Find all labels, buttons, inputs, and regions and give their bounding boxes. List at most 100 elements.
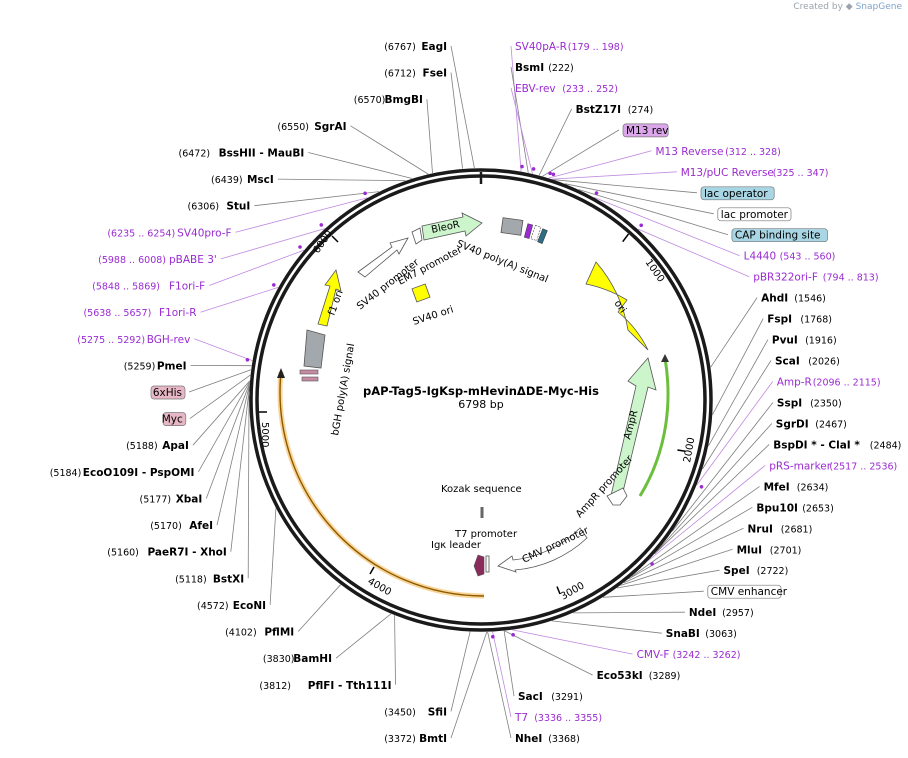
site-label[interactable]: SgrDI(2467) [776,419,847,431]
m13-rev-box [523,223,534,239]
site-label[interactable]: lac operator [700,186,775,201]
cmv-promoter-arrow[interactable] [497,527,588,573]
site-label[interactable]: ScaI(2026) [775,356,840,368]
site-label[interactable]: MfeI(2634) [764,481,829,493]
site-label[interactable]: SfiI(3450) [384,706,447,718]
sv40-polya-box[interactable] [500,217,524,236]
label-position: (794 .. 813) [823,273,879,284]
site-label[interactable]: AhdI(1546) [761,293,826,305]
primer-label[interactable]: L4440(543 .. 560) [744,251,836,263]
feature-label-box [700,186,775,201]
ori-arrow[interactable] [585,261,649,351]
label-name: pBABE 3' [169,254,217,266]
site-label[interactable]: FseI(6712) [384,68,447,80]
site-label[interactable]: CMV enhancer [707,584,788,599]
site-label[interactable]: NruI(2681) [748,523,813,535]
primer-label[interactable]: SV40pA-R(179 .. 198) [515,41,624,53]
primer-label[interactable]: pBR322ori-F(794 .. 813) [753,272,878,284]
bleor-arrow[interactable] [421,212,483,241]
site-label[interactable]: BspDI * - ClaI *(2484) [773,439,901,451]
site-label[interactable]: PflMI(4102) [225,627,294,639]
primer-label[interactable]: CMV-F(3242 .. 3262) [637,649,741,661]
site-label[interactable]: XbaI(5177) [140,494,203,506]
site-label[interactable]: BamHI(3830) [263,653,332,665]
label-position: (3336 .. 3355) [534,713,602,724]
site-label[interactable]: BstXI(5118) [175,573,244,585]
myc-his-tags-b [301,376,319,382]
site-label[interactable]: Eco53kI(3289) [597,670,681,682]
primer-label[interactable]: BGH-rev(5275 .. 5292) [77,334,190,346]
site-label[interactable]: PaeR7I - XhoI(5160) [107,547,226,559]
ampr-arrow[interactable] [609,357,657,501]
primer-label[interactable]: T7(3336 .. 3355) [514,712,602,724]
ampr-promoter-arrow[interactable] [606,487,628,506]
site-label[interactable]: MscI(6439) [211,174,274,186]
site-label[interactable]: Bpu10I(2653) [756,502,833,514]
site-label[interactable]: AfeI(5170) [150,520,213,532]
primer-label[interactable]: pBABE 3'(5988 .. 6008) [98,254,217,266]
em7-promoter-arrow[interactable] [411,227,423,245]
site-label[interactable]: SacI(3291) [518,691,583,703]
site-label[interactable]: Myc [162,412,187,426]
leader-line [492,631,512,718]
site-label[interactable]: BsmI(222) [515,62,574,74]
site-label[interactable]: BssHII - MauBI(6472) [179,148,305,160]
site-label[interactable]: BmgBI(6570) [354,94,423,106]
site-label[interactable]: MluI(2701) [737,544,802,556]
leader-line [620,548,733,586]
site-label[interactable]: SgrAI(6550) [277,121,346,133]
site-label[interactable]: lac promoter [717,207,792,222]
igk-leader-arrow[interactable] [473,554,485,577]
label-position: (3242 .. 3262) [673,650,741,661]
label-position: (1916) [805,336,837,347]
primer-site-mark [548,171,552,176]
leader-line [450,72,463,169]
cap-binding-site-box [537,228,548,244]
site-label[interactable]: BstZ17I(274) [576,104,654,116]
primer-site-mark [551,172,556,177]
site-label[interactable]: NheI(3368) [515,733,580,745]
label-name: SV40pro-F [177,227,231,239]
site-label[interactable]: 6xHis [150,385,186,400]
primer-label[interactable]: M13 Reverse(312 .. 328) [656,146,781,158]
site-label[interactable]: EcoNI(4572) [197,600,266,612]
primer-site-mark [531,167,536,171]
site-label[interactable]: NdeI(2957) [689,607,754,619]
primer-label[interactable]: F1ori-F(5848 .. 5869) [92,281,205,293]
site-label[interactable]: ApaI(5188) [126,440,189,452]
site-label[interactable]: StuI(6306) [188,201,251,213]
ampr-cds-arrowhead [661,354,669,362]
site-label[interactable]: FspI(1768) [767,314,832,326]
f1ori-arrow[interactable] [317,269,342,327]
ruler-tick-4000 [369,566,375,575]
leader-line [350,125,429,175]
site-label[interactable]: PflFI - Tth111I(3812) [259,680,391,692]
site-label[interactable]: SnaBI(3063) [666,628,737,640]
site-label[interactable]: CAP binding site [731,228,828,243]
leader-line [209,249,305,286]
lac-promoter-box [530,225,542,241]
primer-label[interactable]: F1ori-R(5638 .. 5657) [83,307,196,319]
label-name: M13 rev [626,125,669,137]
site-label[interactable]: SspI(2350) [777,398,842,410]
sv40-ori-box[interactable] [411,283,431,303]
leader-line [450,631,488,739]
site-label[interactable]: M13 rev [622,123,669,138]
site-label[interactable]: EagI(6767) [384,41,447,53]
label-position: (4102) [225,628,257,639]
sv40-promoter-arrow[interactable] [357,237,409,278]
site-label[interactable]: PvuI(1916) [772,335,837,347]
primer-label[interactable]: EBV-rev(233 .. 252) [515,83,618,95]
primer-label[interactable]: pRS-marker(2517 .. 2536) [769,460,897,472]
site-label[interactable]: BmtI(3372) [384,733,447,745]
primer-label[interactable]: SV40pro-F(6235 .. 6254) [107,227,231,239]
primer-label[interactable]: M13/pUC Reverse(325 .. 347) [681,167,829,179]
label-name: BGH-rev [147,334,191,346]
bgh-polya-box[interactable] [303,329,326,369]
site-label[interactable]: SpeI(2722) [724,565,789,577]
label-name: M13/pUC Reverse [681,167,774,179]
primer-label[interactable]: Amp-R(2096 .. 2115) [777,377,881,389]
site-label[interactable]: EcoO109I - PspOMI(5184) [50,467,195,479]
site-label[interactable]: PmeI(5259) [124,360,187,372]
